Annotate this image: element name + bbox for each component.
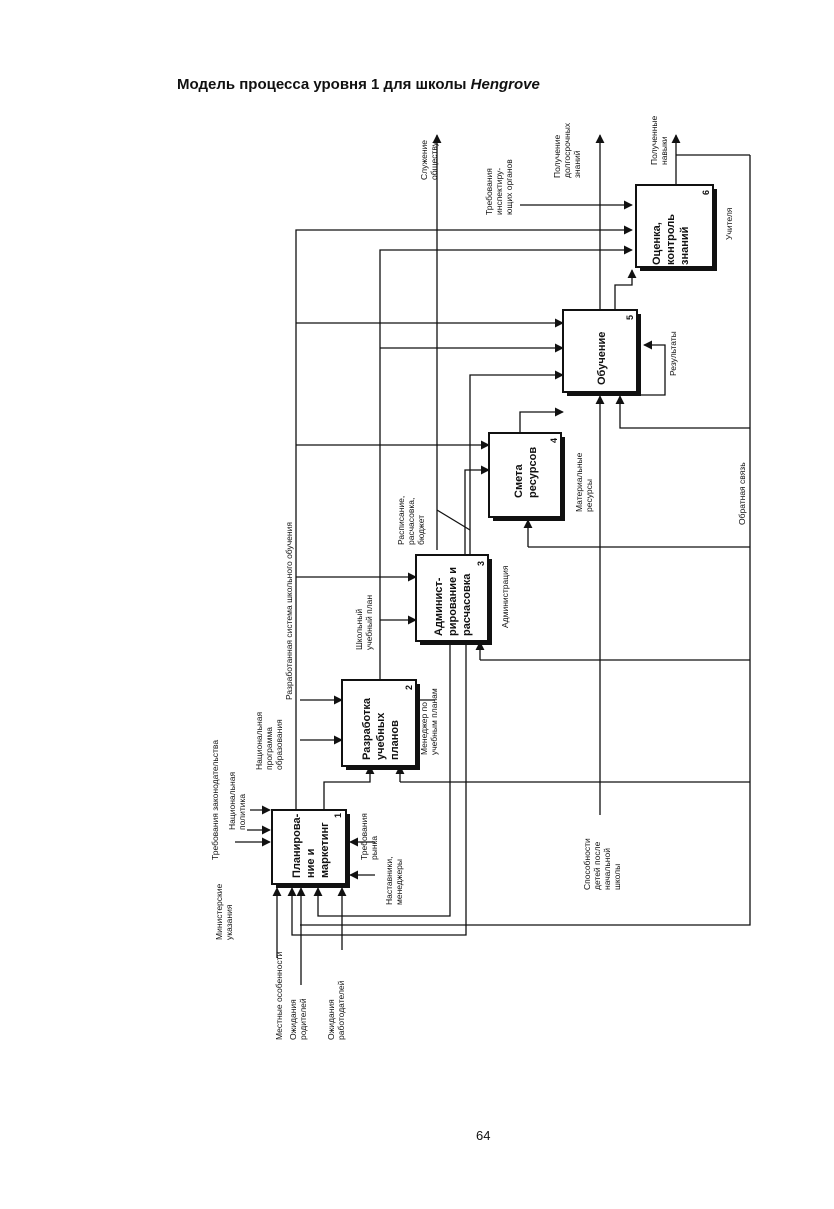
label-plan-manager: Менеджер поучебным планам [419, 688, 439, 755]
svg-text:рирование и: рирование и [447, 567, 459, 636]
box6-line2: контроль [665, 214, 677, 265]
svg-text:Обучение: Обучение [596, 332, 608, 385]
svg-text:Разработка: Разработка [361, 697, 373, 760]
label-mentors: Наставники,менеджеры [384, 857, 404, 905]
connection-lines [235, 134, 751, 985]
box2-line2: учебных [375, 712, 387, 760]
label-teachers: Учителя [724, 207, 734, 240]
label-schedule: Расписание,расчасовка,бюджет [396, 496, 426, 545]
label-law: Требования законодательства [210, 740, 220, 860]
school-system-line [295, 225, 633, 810]
label-parents: Ожиданияродителей [288, 998, 308, 1040]
svg-text:Оценка,: Оценка, [651, 222, 663, 265]
label-national-policy: Национальнаяполитика [227, 772, 247, 830]
svg-text:маркетинг: маркетинг [319, 822, 331, 878]
box3-line3: расчасовка [461, 573, 473, 636]
feedback-column [300, 155, 751, 926]
svg-text:Планирова-: Планирова- [291, 813, 303, 878]
label-national-program: Национальнаяпрограммаобразования [254, 712, 284, 770]
link-1-2 [323, 765, 375, 810]
label-feedback: Обратная связь [737, 462, 747, 525]
box4-line1: Смета [513, 464, 525, 498]
process-box-3: Админист- рирование и расчасовка 3 [415, 554, 492, 645]
svg-text:Админист-: Админист- [433, 577, 445, 636]
box3-line2: рирование и [447, 567, 459, 636]
label-longterm: Получениедолгосрочныхзнаний [552, 122, 582, 178]
page-title: Модель процесса уровня 1 для школы Hengr… [177, 76, 540, 93]
box5-number: 5 [625, 315, 635, 320]
svg-text:ресурсов: ресурсов [527, 447, 539, 498]
svg-text:ние и: ние и [305, 849, 317, 878]
label-employers: Ожиданияработодателей [326, 980, 346, 1040]
box4-line2: ресурсов [527, 447, 539, 498]
process-box-5: Обучение 5 [562, 309, 641, 396]
box6-line1: Оценка, [651, 222, 663, 265]
label-materials: Материальныересурсы [574, 452, 594, 512]
label-ministry: Министерскиеуказания [214, 884, 234, 940]
label-results: Результаты [668, 331, 678, 376]
process-box-4: Смета ресурсов 4 [488, 432, 565, 521]
box1-number: 1 [333, 813, 343, 818]
box3-line1: Админист- [433, 577, 445, 636]
process-box-1: Планирова- ние и маркетинг 1 [271, 809, 350, 888]
box1-line2: ние и [305, 849, 317, 878]
box2-line3: планов [389, 720, 401, 760]
page-number: 64 [476, 1128, 491, 1143]
plan-line [379, 245, 633, 700]
label-inspect: Требованияинспектиру-ющих органов [484, 159, 514, 215]
title-main: Модель процесса уровня 1 для школы [177, 76, 467, 93]
box1-line3: маркетинг [319, 822, 331, 878]
feedback-loop-a [313, 642, 451, 917]
process-box-2: Разработка учебных планов 2 [341, 679, 420, 770]
label-administration: Администрация [500, 565, 510, 628]
label-abilities: Способностидетей посленачальнойшколы [582, 838, 622, 890]
svg-text:расчасовка: расчасовка [461, 573, 473, 636]
box4-number: 4 [549, 438, 559, 443]
link-3-5 [469, 370, 564, 555]
box6-line3: знаний [679, 227, 691, 265]
label-community: Служениеобществу [419, 140, 439, 180]
box6-number: 6 [701, 190, 711, 195]
box1-line1: Планирова- [291, 813, 303, 878]
process-box-6: Оценка, контроль знаний 6 [635, 184, 717, 271]
svg-text:контроль: контроль [665, 214, 677, 265]
schedule-line [436, 509, 471, 531]
results-line [640, 340, 666, 396]
label-skills: Полученныенавыки [649, 115, 669, 165]
link-5-6 [614, 269, 637, 310]
label-school-system: Разработанная система школьного обучения [284, 522, 294, 700]
label-market: Требованиярынка [359, 813, 379, 860]
feedback-loop-b [287, 642, 467, 936]
title-school: Hengrove [470, 76, 540, 93]
svg-text:Смета: Смета [513, 464, 525, 498]
box3-number: 3 [476, 561, 486, 566]
labels: Министерскиеуказания Требования законода… [210, 115, 747, 1040]
box5-line1: Обучение [596, 332, 608, 385]
link-3-4 [464, 465, 490, 555]
box2-number: 2 [404, 685, 414, 690]
svg-text:знаний: знаний [679, 227, 691, 265]
feedback-to-5 [615, 395, 750, 429]
label-local: Местные особенности [274, 952, 284, 1040]
box2-line1: Разработка [361, 697, 373, 760]
svg-text:учебных: учебных [375, 712, 387, 760]
label-school-plan: Школьныйучебный план [354, 595, 374, 650]
svg-text:планов: планов [389, 720, 401, 760]
link-4-5 [519, 407, 564, 435]
